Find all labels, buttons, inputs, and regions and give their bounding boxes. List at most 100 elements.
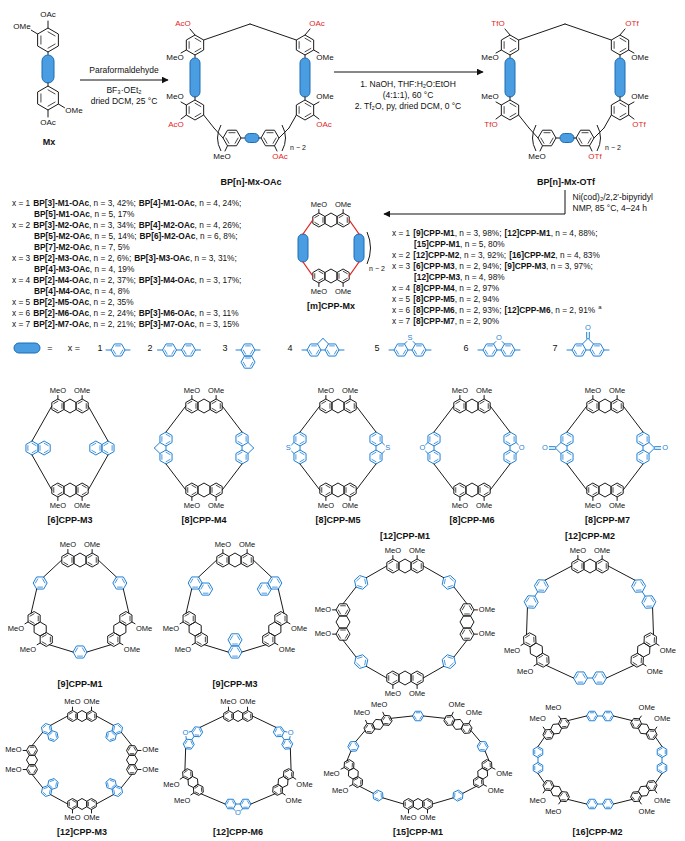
bond-line — [96, 795, 113, 804]
bond-line — [465, 613, 470, 614]
blue-unit-capsule — [615, 58, 625, 97]
substituent-label: OMe — [334, 288, 351, 296]
bond-line — [469, 720, 470, 723]
bond-line — [305, 48, 311, 51]
bond-line — [641, 658, 642, 663]
bond-line — [662, 758, 663, 763]
bond-line — [277, 734, 281, 735]
substituent-label: MeO — [528, 153, 546, 161]
substituent-label: OMe — [475, 502, 492, 510]
bond-line — [568, 716, 587, 721]
bond-line — [282, 736, 284, 739]
bond-line — [452, 712, 453, 715]
bond-line — [315, 222, 319, 224]
bond-line — [233, 643, 238, 644]
bond-line — [166, 441, 170, 443]
bond-line — [192, 492, 196, 494]
bond-line — [166, 459, 170, 461]
bond-line — [158, 350, 163, 351]
bond-line — [322, 218, 323, 223]
ring-hexagon — [160, 432, 172, 446]
bond-line — [130, 772, 134, 773]
ring-hexagon — [428, 450, 440, 464]
bond-line — [225, 146, 228, 151]
bond-line — [291, 773, 292, 777]
bond-line — [233, 656, 238, 657]
bond-line — [201, 585, 203, 589]
yield-line: x = 4BP[2]-M4-OAc, n = 2, 37%;BP[3]-M4-O… — [12, 275, 244, 286]
bond-line — [567, 446, 568, 450]
bond-line — [582, 132, 588, 133]
bond-line — [325, 497, 326, 501]
bond-line — [345, 610, 347, 614]
bond-line — [357, 663, 361, 666]
bond-line — [192, 485, 196, 487]
substituent-label: MeO — [310, 201, 327, 209]
bond-line — [588, 138, 591, 143]
bond-line — [550, 138, 553, 143]
yield-text: x = 5 — [392, 294, 410, 304]
bond-line — [125, 350, 130, 351]
ring-hexagon — [478, 483, 490, 497]
bond-line — [220, 404, 221, 409]
bond-line — [134, 747, 136, 750]
bond-line — [195, 113, 201, 116]
compound-name: [12]CPP-M2 — [413, 250, 459, 260]
ring-hexagon — [127, 755, 138, 765]
bond-line — [38, 616, 39, 621]
substituent-label: MeO — [214, 541, 231, 549]
bond-line — [38, 587, 43, 588]
bond-line — [92, 550, 93, 554]
bond-line — [113, 350, 115, 354]
bond-line — [96, 558, 97, 563]
compound-name: BP[3]-M6-OAc — [139, 308, 195, 318]
bond-line — [393, 673, 397, 675]
bond-line — [581, 350, 583, 354]
substituent-label: OMe — [496, 770, 513, 778]
bond-line — [567, 350, 572, 351]
ring-hexagon — [27, 755, 38, 765]
bond-line — [403, 350, 405, 354]
compound-name: [12]CPP-M3 — [414, 272, 460, 282]
bond-line — [608, 566, 635, 580]
substituent-label: MeO — [183, 502, 200, 510]
bond-line — [295, 437, 296, 442]
compound-name: BP[3]-M3-OAc — [134, 253, 190, 263]
substituent-label: MeO — [451, 387, 468, 395]
substituent-label: MeO — [529, 716, 546, 724]
bracket — [367, 232, 371, 264]
bond-line — [459, 396, 460, 400]
compound-name: [6]CPP-M3 — [413, 261, 455, 271]
yield-line: BP[4]-M4-OAc, n = 4, 8% — [12, 286, 244, 297]
bond-line — [372, 441, 376, 443]
condition-text: dried DCM, 25 °C — [90, 97, 158, 106]
ring-hexagon — [28, 612, 40, 626]
substituent-label: MeO — [384, 547, 401, 555]
bond-line — [497, 350, 501, 351]
bond-line — [592, 396, 593, 400]
bond-line — [339, 222, 343, 224]
bond-line — [32, 733, 43, 746]
substituent-label: MeO — [49, 502, 66, 510]
heteroatom-label: S — [285, 444, 291, 452]
bond-line — [273, 138, 276, 143]
bond-line — [544, 132, 550, 133]
compound-node: [6]CPP-M3 — [10, 382, 130, 528]
substituent-label: OTf — [632, 121, 646, 129]
bond-line — [241, 809, 243, 811]
bond-line — [235, 138, 238, 143]
bond-line — [321, 488, 322, 493]
yield-line: BP[7]-M2-OAc, n = 7, 5% — [12, 242, 244, 253]
bond-line — [130, 616, 131, 621]
bond-line — [191, 793, 194, 795]
bond-line — [195, 48, 201, 51]
bond-line — [314, 50, 319, 53]
ring-hexagon — [27, 746, 38, 756]
bond-line — [300, 434, 304, 436]
bond-line — [510, 97, 511, 100]
ring-hexagon — [307, 344, 321, 356]
bond-line — [635, 719, 639, 720]
substituent-label: OMe — [341, 387, 358, 395]
ring-hexagon — [355, 576, 368, 590]
bond-line — [246, 455, 247, 460]
